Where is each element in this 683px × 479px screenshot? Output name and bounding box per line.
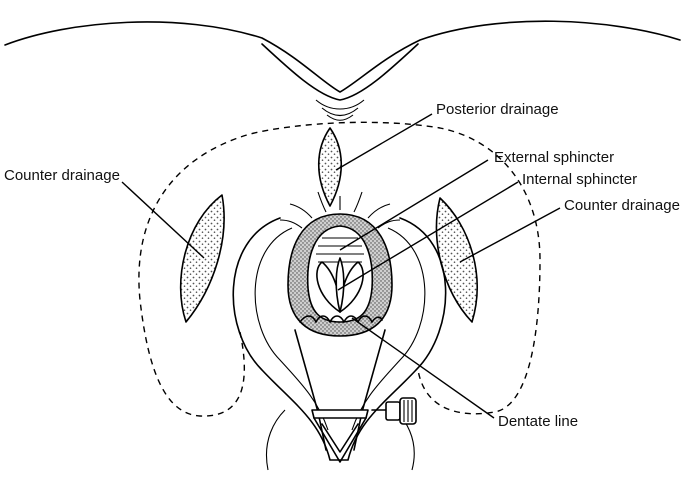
posterior-drainage-leader <box>335 113 433 171</box>
label-counter-drainage-right: Counter drainage <box>564 197 680 214</box>
abscess-cavity-outline <box>138 121 541 417</box>
internal-sphincter-folds <box>316 257 364 313</box>
dentate-line-leader <box>351 317 495 419</box>
right-counter-drainage-leader <box>459 207 561 263</box>
speculum-screw-knob <box>371 397 417 425</box>
left-counter-drainage-incision <box>179 194 225 323</box>
dentate-line <box>299 315 383 323</box>
internal-sphincter-leader <box>337 181 519 291</box>
right-counter-drainage-incision <box>435 197 478 323</box>
label-external-sphincter: External sphincter <box>494 149 614 166</box>
speculum-v-handle <box>313 417 367 463</box>
speculum-crossbar <box>311 409 369 419</box>
natal-cleft <box>261 43 419 101</box>
label-dentate-line: Dentate line <box>498 413 578 430</box>
external-sphincter-leader <box>339 159 489 251</box>
body-contour <box>4 20 681 93</box>
posterior-drainage-incision <box>317 127 343 207</box>
label-posterior-drainage: Posterior drainage <box>436 101 559 118</box>
coccyx-fold-1 <box>315 99 365 110</box>
label-counter-drainage-left: Counter drainage <box>4 167 120 184</box>
perianal-skin-folds <box>279 191 401 229</box>
external-sphincter-striations <box>316 237 364 263</box>
coccyx-fold-3 <box>326 114 354 121</box>
coccyx-fold-2 <box>321 107 359 117</box>
left-counter-drainage-leader <box>121 181 205 259</box>
label-internal-sphincter: Internal sphincter <box>522 171 637 188</box>
speculum-inner-frame <box>254 227 426 431</box>
